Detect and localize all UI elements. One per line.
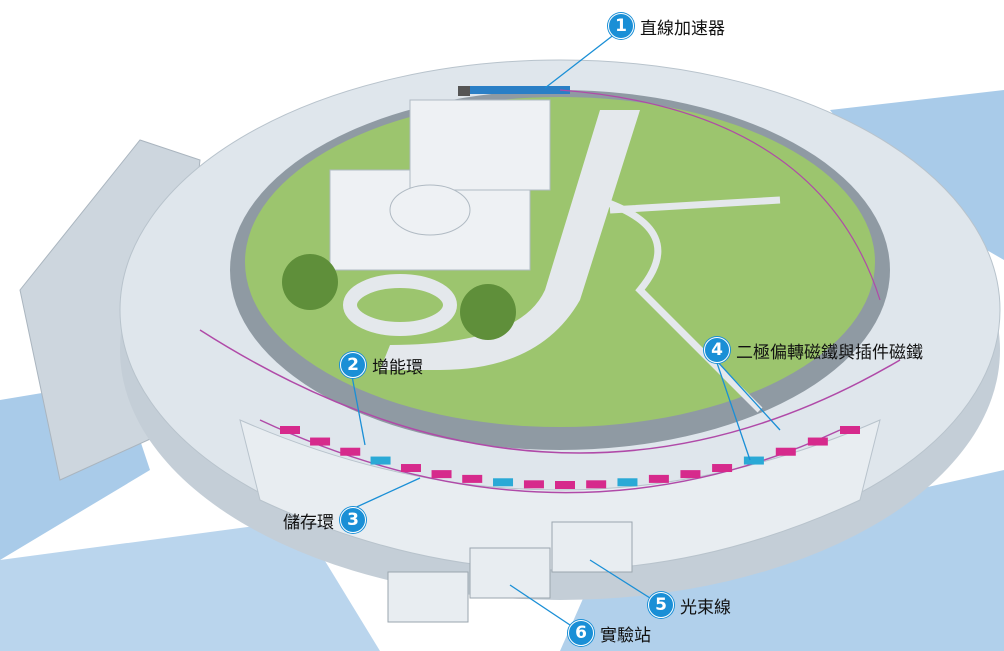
booster-ring-top — [559, 89, 881, 301]
callout-text: 直線加速器 — [640, 18, 725, 39]
callout-text: 增能環 — [372, 357, 423, 378]
magnets — [280, 426, 860, 489]
magnet — [617, 478, 638, 487]
number-badge: 6 — [568, 620, 594, 646]
magnet — [280, 426, 300, 434]
callout-linac: 1 直線加速器 — [608, 13, 725, 39]
callout-booster-ring: 2 增能環 — [340, 352, 423, 378]
walkway — [598, 196, 781, 413]
booster-ring-beam — [199, 329, 901, 454]
magnet — [493, 478, 514, 487]
callout-text: 儲存環 — [283, 512, 334, 533]
central-building — [329, 99, 551, 271]
number-badge: 2 — [340, 352, 366, 378]
magnet — [840, 426, 860, 434]
magnet — [680, 470, 701, 479]
magnet — [712, 464, 733, 473]
callout-text: 二極偏轉磁鐵與插件磁鐵 — [736, 342, 923, 363]
magnet — [523, 480, 544, 489]
number-badge: 4 — [704, 337, 730, 363]
callout-lines — [349, 29, 781, 626]
magnet — [340, 447, 361, 456]
magnet — [555, 481, 575, 489]
number-badge: 5 — [648, 592, 674, 618]
magnet — [431, 470, 452, 479]
callout-experiment-station: 6 實驗站 — [568, 620, 651, 646]
callout-text: 實驗站 — [600, 625, 651, 646]
roundabout — [343, 274, 457, 336]
magnet — [807, 437, 828, 446]
magnet — [310, 437, 331, 446]
tree — [282, 254, 338, 310]
callout-storage-ring: 3 儲存環 — [283, 507, 366, 533]
experiment-stations — [387, 521, 633, 623]
callout-text: 光束線 — [680, 597, 731, 618]
callout-magnets: 4 二極偏轉磁鐵與插件磁鐵 — [704, 337, 923, 363]
magnet — [370, 456, 391, 465]
magnet — [462, 474, 483, 483]
magnet — [775, 447, 796, 456]
tree — [460, 284, 516, 340]
linear-accelerator — [458, 86, 570, 96]
number-badge: 1 — [608, 13, 634, 39]
number-badge: 3 — [340, 507, 366, 533]
road — [380, 110, 640, 370]
magnet — [586, 480, 607, 489]
magnet — [400, 464, 421, 473]
magnet — [648, 474, 669, 483]
callout-beamline: 5 光束線 — [648, 592, 731, 618]
magnet — [743, 456, 764, 465]
